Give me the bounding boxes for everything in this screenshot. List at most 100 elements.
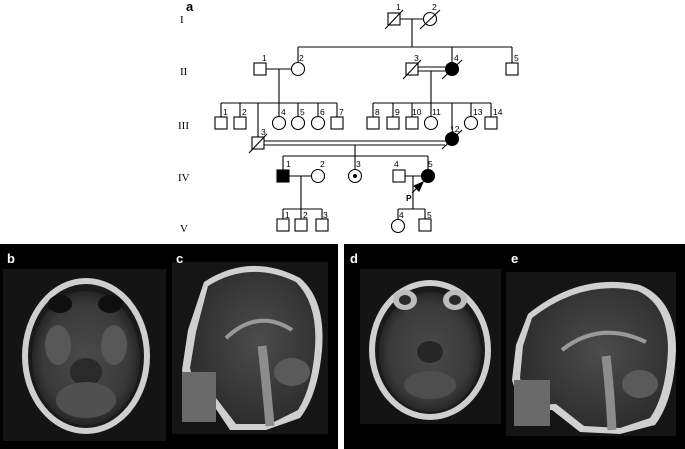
individual-label: 13 <box>473 107 483 117</box>
individual-iii-6 <box>310 115 326 131</box>
individual-label: 3 <box>414 53 419 63</box>
individual-iv-2 <box>310 168 326 184</box>
globe-right <box>449 295 461 305</box>
individual-iii-4 <box>271 115 287 131</box>
individual-v-4 <box>390 218 406 234</box>
individual-label: 5 <box>300 107 305 117</box>
individual-v-5 <box>418 218 432 232</box>
panel-label-b: b <box>7 251 15 266</box>
corpus-callosum <box>224 318 294 340</box>
individual-iv-1-affected <box>276 169 290 183</box>
brainstem <box>417 341 443 363</box>
cerebellum <box>274 358 310 386</box>
individual-label: 2 <box>303 210 308 220</box>
brainstem <box>70 358 102 386</box>
individual-iii-14 <box>484 116 498 130</box>
individual-label: 1 <box>223 107 228 117</box>
individual-label: 2 <box>299 53 304 63</box>
cerebellum <box>56 382 116 418</box>
deceased-mark <box>441 59 463 80</box>
individual-iii-10 <box>405 116 419 130</box>
individual-label: 11 <box>432 107 441 117</box>
individual-iii-8 <box>366 116 380 130</box>
individual-label: 3 <box>323 210 328 220</box>
deceased-mark <box>419 9 441 30</box>
individual-label: 1 <box>262 53 267 63</box>
mri-panel-group-right: d e <box>344 244 685 449</box>
individual-iii-1 <box>214 116 228 130</box>
individual-ii-2 <box>290 61 306 77</box>
individual-label: 1 <box>286 159 291 169</box>
individual-label: 5 <box>514 53 519 63</box>
facial-structures <box>514 380 550 426</box>
carrier-dot <box>353 174 357 178</box>
cerebellum <box>404 371 456 399</box>
individual-label: 14 <box>493 107 503 117</box>
individual-label: 5 <box>428 159 433 169</box>
cerebellum <box>622 370 658 398</box>
individual-v-3 <box>315 218 329 232</box>
individual-iii-11 <box>423 115 439 131</box>
proband-arrow-head <box>413 180 425 192</box>
individual-v-2 <box>294 218 308 232</box>
individual-ii-1 <box>253 62 267 76</box>
individual-iii-5 <box>290 115 306 131</box>
individual-label: 10 <box>412 107 422 117</box>
individual-label: 2 <box>320 159 325 169</box>
generation-label-ii: II <box>180 66 188 78</box>
pedigree-chart: a I II III IV V 1 2 1 2 3 4 5 <box>178 0 519 235</box>
deceased-mark <box>248 133 268 154</box>
individual-iv-5-proband <box>420 168 436 184</box>
individual-iii-7 <box>330 116 344 130</box>
mri-panel-group-left: b c <box>0 244 338 449</box>
individual-v-1 <box>276 218 290 232</box>
individual-label: 4 <box>394 159 399 169</box>
individual-iii-13 <box>463 115 479 131</box>
individual-label: 4 <box>399 210 404 220</box>
individual-label: 2 <box>432 2 437 12</box>
individual-label: 5 <box>427 210 432 220</box>
deceased-mark <box>384 9 404 30</box>
mri-image-e: e <box>506 251 676 436</box>
mri-image-c: c <box>172 251 328 434</box>
individual-iii-9 <box>386 116 400 130</box>
mri-image-d: d <box>350 251 501 424</box>
mri-image-b: b <box>3 251 166 441</box>
panel-label-a: a <box>186 0 194 14</box>
proband-label: P <box>406 193 412 203</box>
brainstem <box>601 355 617 431</box>
orbit-left <box>48 295 72 313</box>
individual-label: 1 <box>285 210 290 220</box>
individual-label: 4 <box>454 53 459 63</box>
globe-left <box>399 295 411 305</box>
individual-label: 2 <box>242 107 247 117</box>
panel-label-e: e <box>511 251 518 266</box>
individual-label: 12 <box>450 124 460 134</box>
brain-tissue <box>190 271 316 424</box>
deceased-mark <box>402 59 422 80</box>
individual-label: 1 <box>396 2 401 12</box>
individual-label: 9 <box>395 107 400 117</box>
brainstem <box>257 345 275 427</box>
individual-label: 4 <box>281 107 286 117</box>
generation-label-iii: III <box>178 120 189 132</box>
generation-label-iv: IV <box>178 172 190 184</box>
individual-ii-5 <box>505 62 519 76</box>
individual-label: 6 <box>320 107 325 117</box>
facial-structures <box>182 372 216 422</box>
orbit-right <box>98 295 122 313</box>
corpus-callosum <box>560 330 647 352</box>
generation-label-v: V <box>180 223 188 235</box>
generation-label-i: I <box>180 14 184 26</box>
individual-label: 3 <box>356 159 361 169</box>
individual-label: 8 <box>375 107 380 117</box>
panel-label-d: d <box>350 251 358 266</box>
temporal-lobe-left <box>45 325 71 365</box>
individual-iii-2 <box>233 116 247 130</box>
individual-label: 7 <box>339 107 344 117</box>
panel-label-c: c <box>176 251 183 266</box>
deceased-mark <box>441 129 463 150</box>
temporal-lobe-right <box>101 325 127 365</box>
individual-label: 3 <box>261 127 266 137</box>
